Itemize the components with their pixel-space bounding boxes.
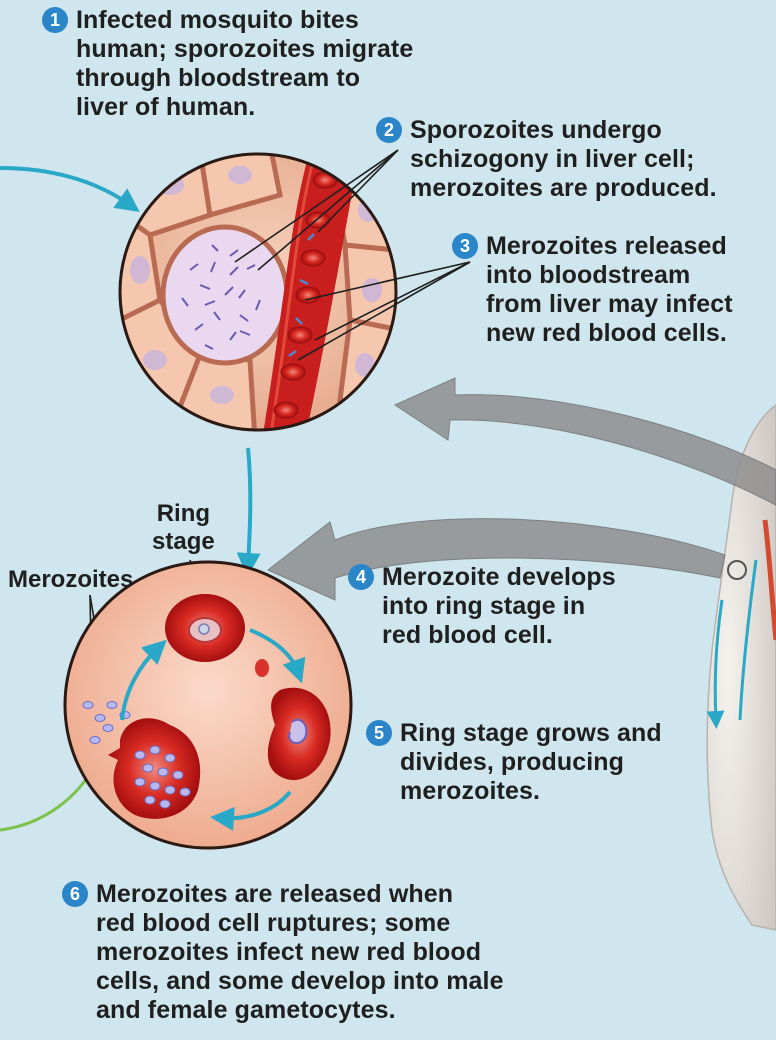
- step-1-text: Infected mosquito bites human; sporozoit…: [76, 6, 413, 122]
- step-2: 2 Sporozoites undergo schizogony in live…: [410, 116, 717, 203]
- merozoites-label: Merozoites: [8, 566, 133, 594]
- step-1: 1 Infected mosquito bites human; sporozo…: [76, 6, 413, 122]
- ring-stage-cell: [165, 594, 245, 662]
- step-1-badge: 1: [42, 7, 68, 33]
- step-3: 3 Merozoites released into bloodstream f…: [486, 232, 733, 348]
- step-3-text: Merozoites released into bloodstream fro…: [486, 232, 733, 348]
- liver-to-blood-arrow: [248, 448, 250, 565]
- step-6-text: Merozoites are released when red blood c…: [96, 880, 504, 1025]
- step-3-badge: 3: [452, 233, 478, 259]
- mosquito-bite-arrow: [0, 168, 130, 205]
- step-2-text: Sporozoites undergo schizogony in liver …: [410, 116, 717, 203]
- step-6: 6 Merozoites are released when red blood…: [96, 880, 504, 1025]
- liver-cell-magnified-view: [115, 145, 400, 440]
- step-2-badge: 2: [376, 117, 402, 143]
- step-5: 5 Ring stage grows and divides, producin…: [400, 719, 662, 806]
- ring-stage-label: Ring stage: [152, 500, 215, 556]
- step-5-badge: 5: [366, 720, 392, 746]
- step-6-badge: 6: [62, 881, 88, 907]
- step-4-text: Merozoite develops into ring stage in re…: [382, 563, 616, 650]
- red-blood-cell-cycle-view: [65, 562, 351, 848]
- step-4-badge: 4: [348, 564, 374, 590]
- step-5-text: Ring stage grows and divides, producing …: [400, 719, 662, 806]
- step-4: 4 Merozoite develops into ring stage in …: [382, 563, 616, 650]
